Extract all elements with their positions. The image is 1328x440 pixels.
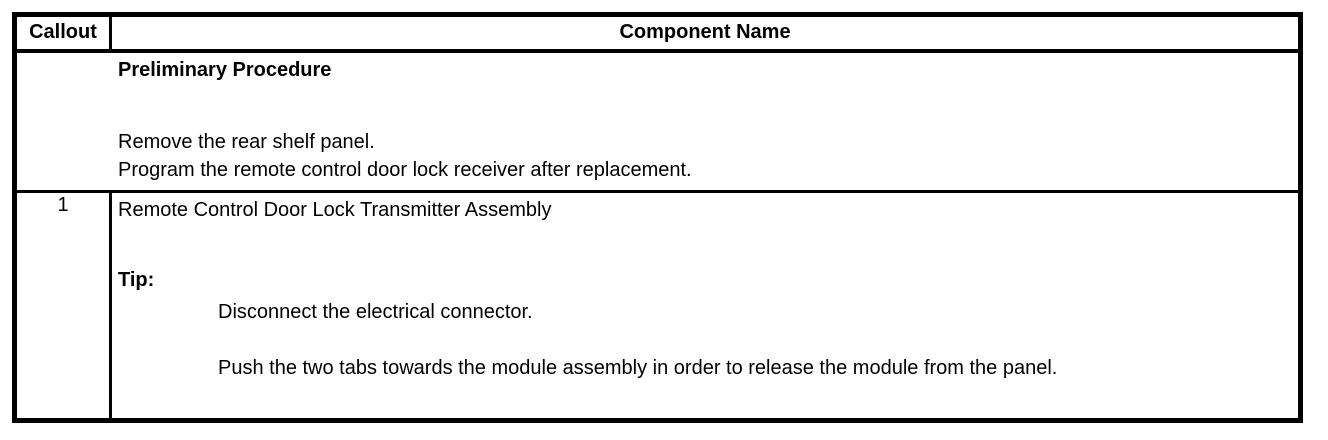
callout-component-table: Callout Component Name Preliminary Proce… xyxy=(12,12,1303,423)
preliminary-procedure-row: Preliminary Procedure Remove the rear sh… xyxy=(13,49,1302,193)
component-row: 1 Remote Control Door Lock Transmitter A… xyxy=(13,189,1302,422)
preliminary-step: Program the remote control door lock rec… xyxy=(118,158,692,181)
preliminary-procedure-title: Preliminary Procedure xyxy=(118,58,332,81)
tip-step: Push the two tabs towards the module ass… xyxy=(218,356,1058,379)
tip-label: Tip: xyxy=(118,268,155,291)
callout-number: 1 xyxy=(13,189,112,422)
component-name-column-header: Component Name xyxy=(109,13,1302,53)
tip-step: Disconnect the electrical connector. xyxy=(218,300,533,323)
table-header-row: Callout Component Name xyxy=(13,13,1302,53)
preliminary-step: Remove the rear shelf panel. xyxy=(118,130,375,153)
component-description-cell: Remote Control Door Lock Transmitter Ass… xyxy=(109,189,1302,422)
callout-column-header: Callout xyxy=(13,13,112,53)
component-name-text: Remote Control Door Lock Transmitter Ass… xyxy=(118,198,552,221)
preliminary-procedure-cell: Preliminary Procedure Remove the rear sh… xyxy=(13,49,1302,193)
